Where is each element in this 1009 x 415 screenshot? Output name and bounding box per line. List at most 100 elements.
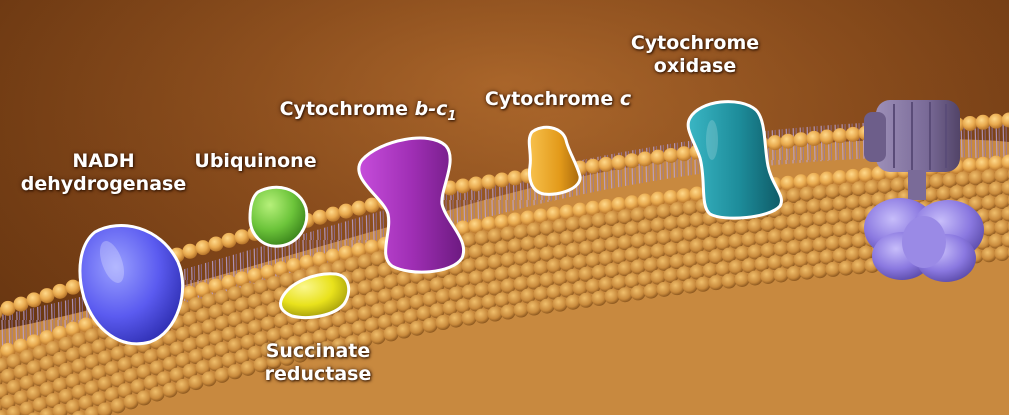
- lipid-head: [110, 346, 126, 362]
- lipid-head: [734, 219, 750, 235]
- lipid-head: [1001, 232, 1009, 248]
- lipid-head: [72, 410, 86, 415]
- lipid-head: [182, 243, 198, 259]
- lipid-head: [357, 280, 373, 296]
- lipid-head: [500, 252, 516, 268]
- lipid-head: [624, 153, 640, 169]
- lipid-head: [572, 202, 588, 218]
- lipid-head: [585, 200, 601, 216]
- atp-synthase-complex: [864, 100, 984, 282]
- lipid-head: [84, 328, 100, 344]
- lipid-head: [318, 315, 334, 331]
- lipid-head: [396, 297, 412, 313]
- lipid-head: [760, 268, 776, 284]
- lipid-head: [604, 237, 620, 253]
- lipid-head: [260, 264, 276, 280]
- lipid-head: [721, 247, 737, 263]
- lipid-head: [825, 235, 841, 251]
- lipid-head: [331, 260, 347, 276]
- lipid-head: [182, 311, 198, 327]
- lipid-head: [702, 236, 718, 252]
- lipid-head: [533, 208, 549, 224]
- lipid-head: [598, 276, 614, 292]
- lipid-head: [32, 345, 48, 361]
- lipid-head: [227, 286, 243, 302]
- lipid-head: [806, 130, 822, 146]
- label-cyt-oxidase-line2: oxidase: [653, 55, 737, 77]
- lipid-head: [351, 294, 367, 310]
- lipid-head: [981, 195, 997, 211]
- lipid-head: [0, 410, 9, 415]
- cytochrome-oxidase-protein: [686, 100, 783, 220]
- lipid-head: [565, 242, 581, 258]
- label-nadh-line1: NADH: [72, 150, 135, 172]
- lipid-head: [370, 277, 386, 293]
- lipid-head: [468, 270, 484, 286]
- lipid-head: [318, 341, 334, 357]
- lipid-head: [201, 345, 217, 361]
- lipid-head: [221, 300, 237, 316]
- lipid-head: [988, 233, 1004, 249]
- lipid-head: [435, 289, 451, 305]
- lipid-head: [559, 230, 575, 246]
- lipid-head: [585, 226, 601, 242]
- lipid-head: [195, 240, 211, 256]
- lipid-head: [182, 337, 198, 353]
- lipid-head: [994, 220, 1009, 236]
- lipid-head: [981, 169, 997, 185]
- lipid-head: [13, 338, 29, 354]
- lipid-head: [416, 306, 432, 322]
- lipid-head: [214, 315, 230, 331]
- lipid-head: [39, 288, 55, 304]
- lipid-head: [52, 377, 68, 393]
- lipid-head: [6, 353, 22, 369]
- lipid-head: [195, 282, 211, 298]
- lipid-head: [500, 304, 516, 320]
- lipid-head: [507, 212, 523, 228]
- lipid-head: [812, 185, 828, 201]
- label-ubiquinone-text: Ubiquinone: [194, 150, 317, 172]
- lipid-head: [676, 266, 692, 282]
- lipid-head: [533, 234, 549, 250]
- label-cyt-c-prefix: Cytochrome: [484, 88, 620, 110]
- lipid-head: [409, 320, 425, 336]
- lipid-head: [988, 113, 1004, 129]
- lipid-head: [240, 308, 256, 324]
- lipid-head: [513, 224, 529, 240]
- lipid-head: [45, 393, 61, 409]
- lipid-head: [292, 321, 308, 337]
- lipid-head: [357, 332, 373, 348]
- lipid-head: [461, 232, 477, 248]
- lipid-head: [65, 399, 81, 415]
- lipid-head: [396, 271, 412, 287]
- lipid-head: [832, 170, 848, 186]
- lipid-head: [851, 259, 867, 275]
- lipid-head: [221, 326, 237, 342]
- lipid-head: [975, 156, 991, 172]
- lipid-head: [448, 286, 464, 302]
- lipid-head: [663, 241, 679, 257]
- label-succinate-line1: Succinate: [265, 340, 371, 362]
- lipid-head: [526, 300, 542, 316]
- lipid-head: [279, 324, 295, 340]
- lipid-head: [104, 361, 120, 377]
- lipid-head: [539, 246, 555, 262]
- lipid-head: [546, 206, 562, 222]
- lipid-head: [734, 245, 750, 261]
- lipid-head: [578, 292, 594, 308]
- lipid-head: [221, 352, 237, 368]
- lipid-head: [669, 280, 685, 296]
- lipid-head: [273, 339, 289, 355]
- lipid-head: [890, 177, 906, 193]
- lipid-head: [260, 290, 276, 306]
- lipid-head: [188, 323, 204, 339]
- lipid-head: [773, 215, 789, 231]
- lipid-head: [162, 356, 178, 372]
- lipid-head: [136, 390, 152, 406]
- cytochrome-bc1-protein: [357, 136, 466, 274]
- lipid-head: [975, 114, 991, 130]
- lipid-head: [552, 270, 568, 286]
- lipid-head: [175, 378, 191, 394]
- lipid-head: [65, 321, 81, 337]
- lipid-head: [643, 231, 659, 247]
